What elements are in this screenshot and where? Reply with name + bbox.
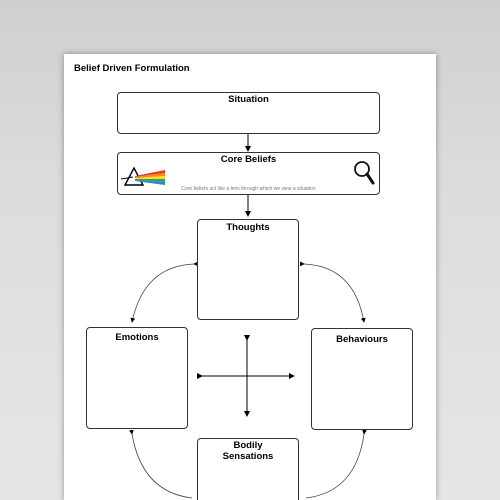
emotions-label: Emotions (115, 332, 159, 343)
diagram-arrows (128, 134, 367, 499)
thoughts-label: Thoughts (226, 222, 270, 233)
arrow-emotions-bodily (128, 429, 193, 499)
thoughts-box[interactable]: Thoughts (197, 219, 299, 320)
document-title: Belief Driven Formulation (74, 63, 190, 74)
prism-icon (121, 166, 165, 186)
core-beliefs-label: Core Beliefs (220, 154, 277, 165)
situation-box[interactable]: Situation (117, 92, 380, 134)
bodily-sensations-label-line2: Sensations (222, 451, 274, 462)
magnifying-glass-icon (354, 161, 375, 185)
arrow-thoughts-behaviours (299, 261, 366, 323)
worksheet-page: Belief Driven Formulation Situation Core… (64, 54, 436, 500)
behaviours-box[interactable]: Behaviours (311, 328, 413, 430)
bodily-sensations-box[interactable]: Bodily Sensations (197, 438, 299, 500)
core-beliefs-box[interactable]: Core Beliefs Core beliefs act like a len… (117, 152, 380, 195)
bodily-sensations-label-line1: Bodily (233, 440, 263, 451)
situation-label: Situation (228, 94, 269, 105)
arrow-behaviours-bodily (305, 429, 367, 499)
arrow-thoughts-emotions (130, 261, 199, 323)
emotions-box[interactable]: Emotions (86, 327, 188, 429)
behaviours-label: Behaviours (336, 334, 388, 345)
core-beliefs-caption: Core beliefs act like a lens through whi… (181, 186, 316, 192)
